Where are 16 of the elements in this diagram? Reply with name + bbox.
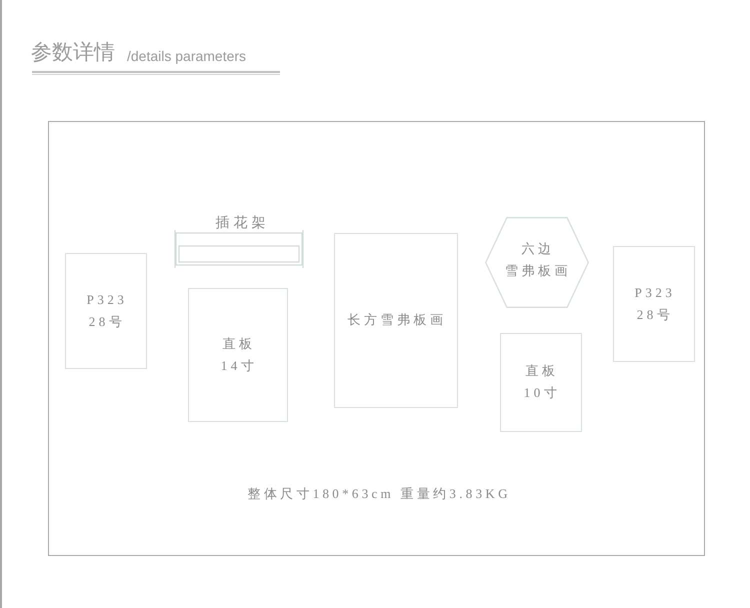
shelf-label: 插花架 — [214, 212, 270, 230]
panel-box — [64, 252, 146, 368]
panel-label: P323 28号 — [86, 290, 128, 330]
panel-label: 六边雪弗板画 — [504, 240, 572, 280]
title: 参数详情 — [31, 40, 115, 66]
panel-label: 直板 10寸 — [522, 362, 562, 402]
panel-label: 直板 14寸 — [220, 334, 258, 374]
subtitle: /details parameters — [127, 47, 246, 65]
panel-label: 长方雪弗板画 — [346, 311, 448, 329]
panel-box — [188, 288, 288, 422]
size-note: 整体尺寸180*63cm 重量约3.83KG — [248, 484, 511, 502]
panel-box — [612, 246, 694, 362]
panel-box — [500, 332, 582, 432]
outer-frame — [48, 121, 705, 556]
panel-label: P323 28号 — [634, 284, 676, 324]
panel-box — [334, 232, 458, 408]
